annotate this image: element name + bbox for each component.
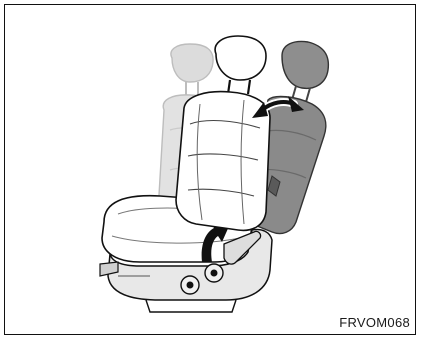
figure-code-label: FRVOM068	[339, 316, 410, 329]
